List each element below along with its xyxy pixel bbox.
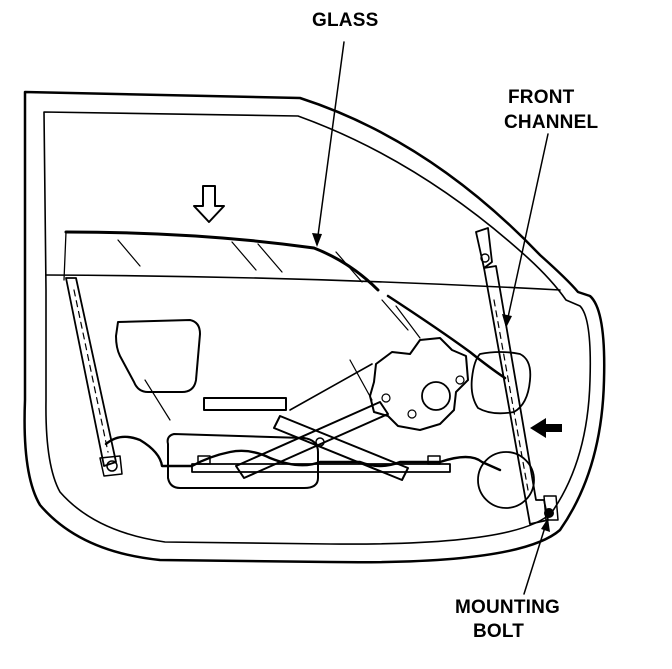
mounting-bolt-leader-line — [523, 523, 547, 595]
leader-lines — [312, 41, 550, 595]
glass-leader-line — [316, 41, 345, 244]
access-hole-front-upper — [470, 351, 532, 415]
glass-label: GLASS — [312, 10, 379, 31]
front-channel-label-line2: CHANNEL — [504, 112, 599, 133]
access-hole-front-lower — [477, 451, 535, 509]
window-glass — [63, 230, 507, 421]
window-regulator — [166, 337, 469, 489]
door-outer-panel — [23, 90, 606, 564]
glass-leader-arrowhead — [312, 233, 322, 247]
door-belt-line — [45, 274, 561, 291]
front-channel-leader-line — [506, 133, 549, 323]
rear-channel — [65, 277, 123, 477]
mounting-bolt — [544, 508, 554, 518]
left-arrow-icon — [530, 418, 562, 438]
access-hole-upper-left — [115, 319, 201, 393]
front-channel-leader-arrowhead — [502, 314, 512, 328]
down-arrow-icon — [193, 185, 225, 223]
front-channel-label-line1: FRONT — [508, 87, 575, 108]
mounting-bolt-leader-arrowhead — [541, 518, 550, 532]
door-wiring-harness — [104, 435, 502, 472]
mounting-bolt-label-line1: MOUNTING — [455, 597, 561, 618]
mounting-bolt-label-line2: BOLT — [473, 621, 525, 642]
front-channel — [475, 227, 559, 525]
